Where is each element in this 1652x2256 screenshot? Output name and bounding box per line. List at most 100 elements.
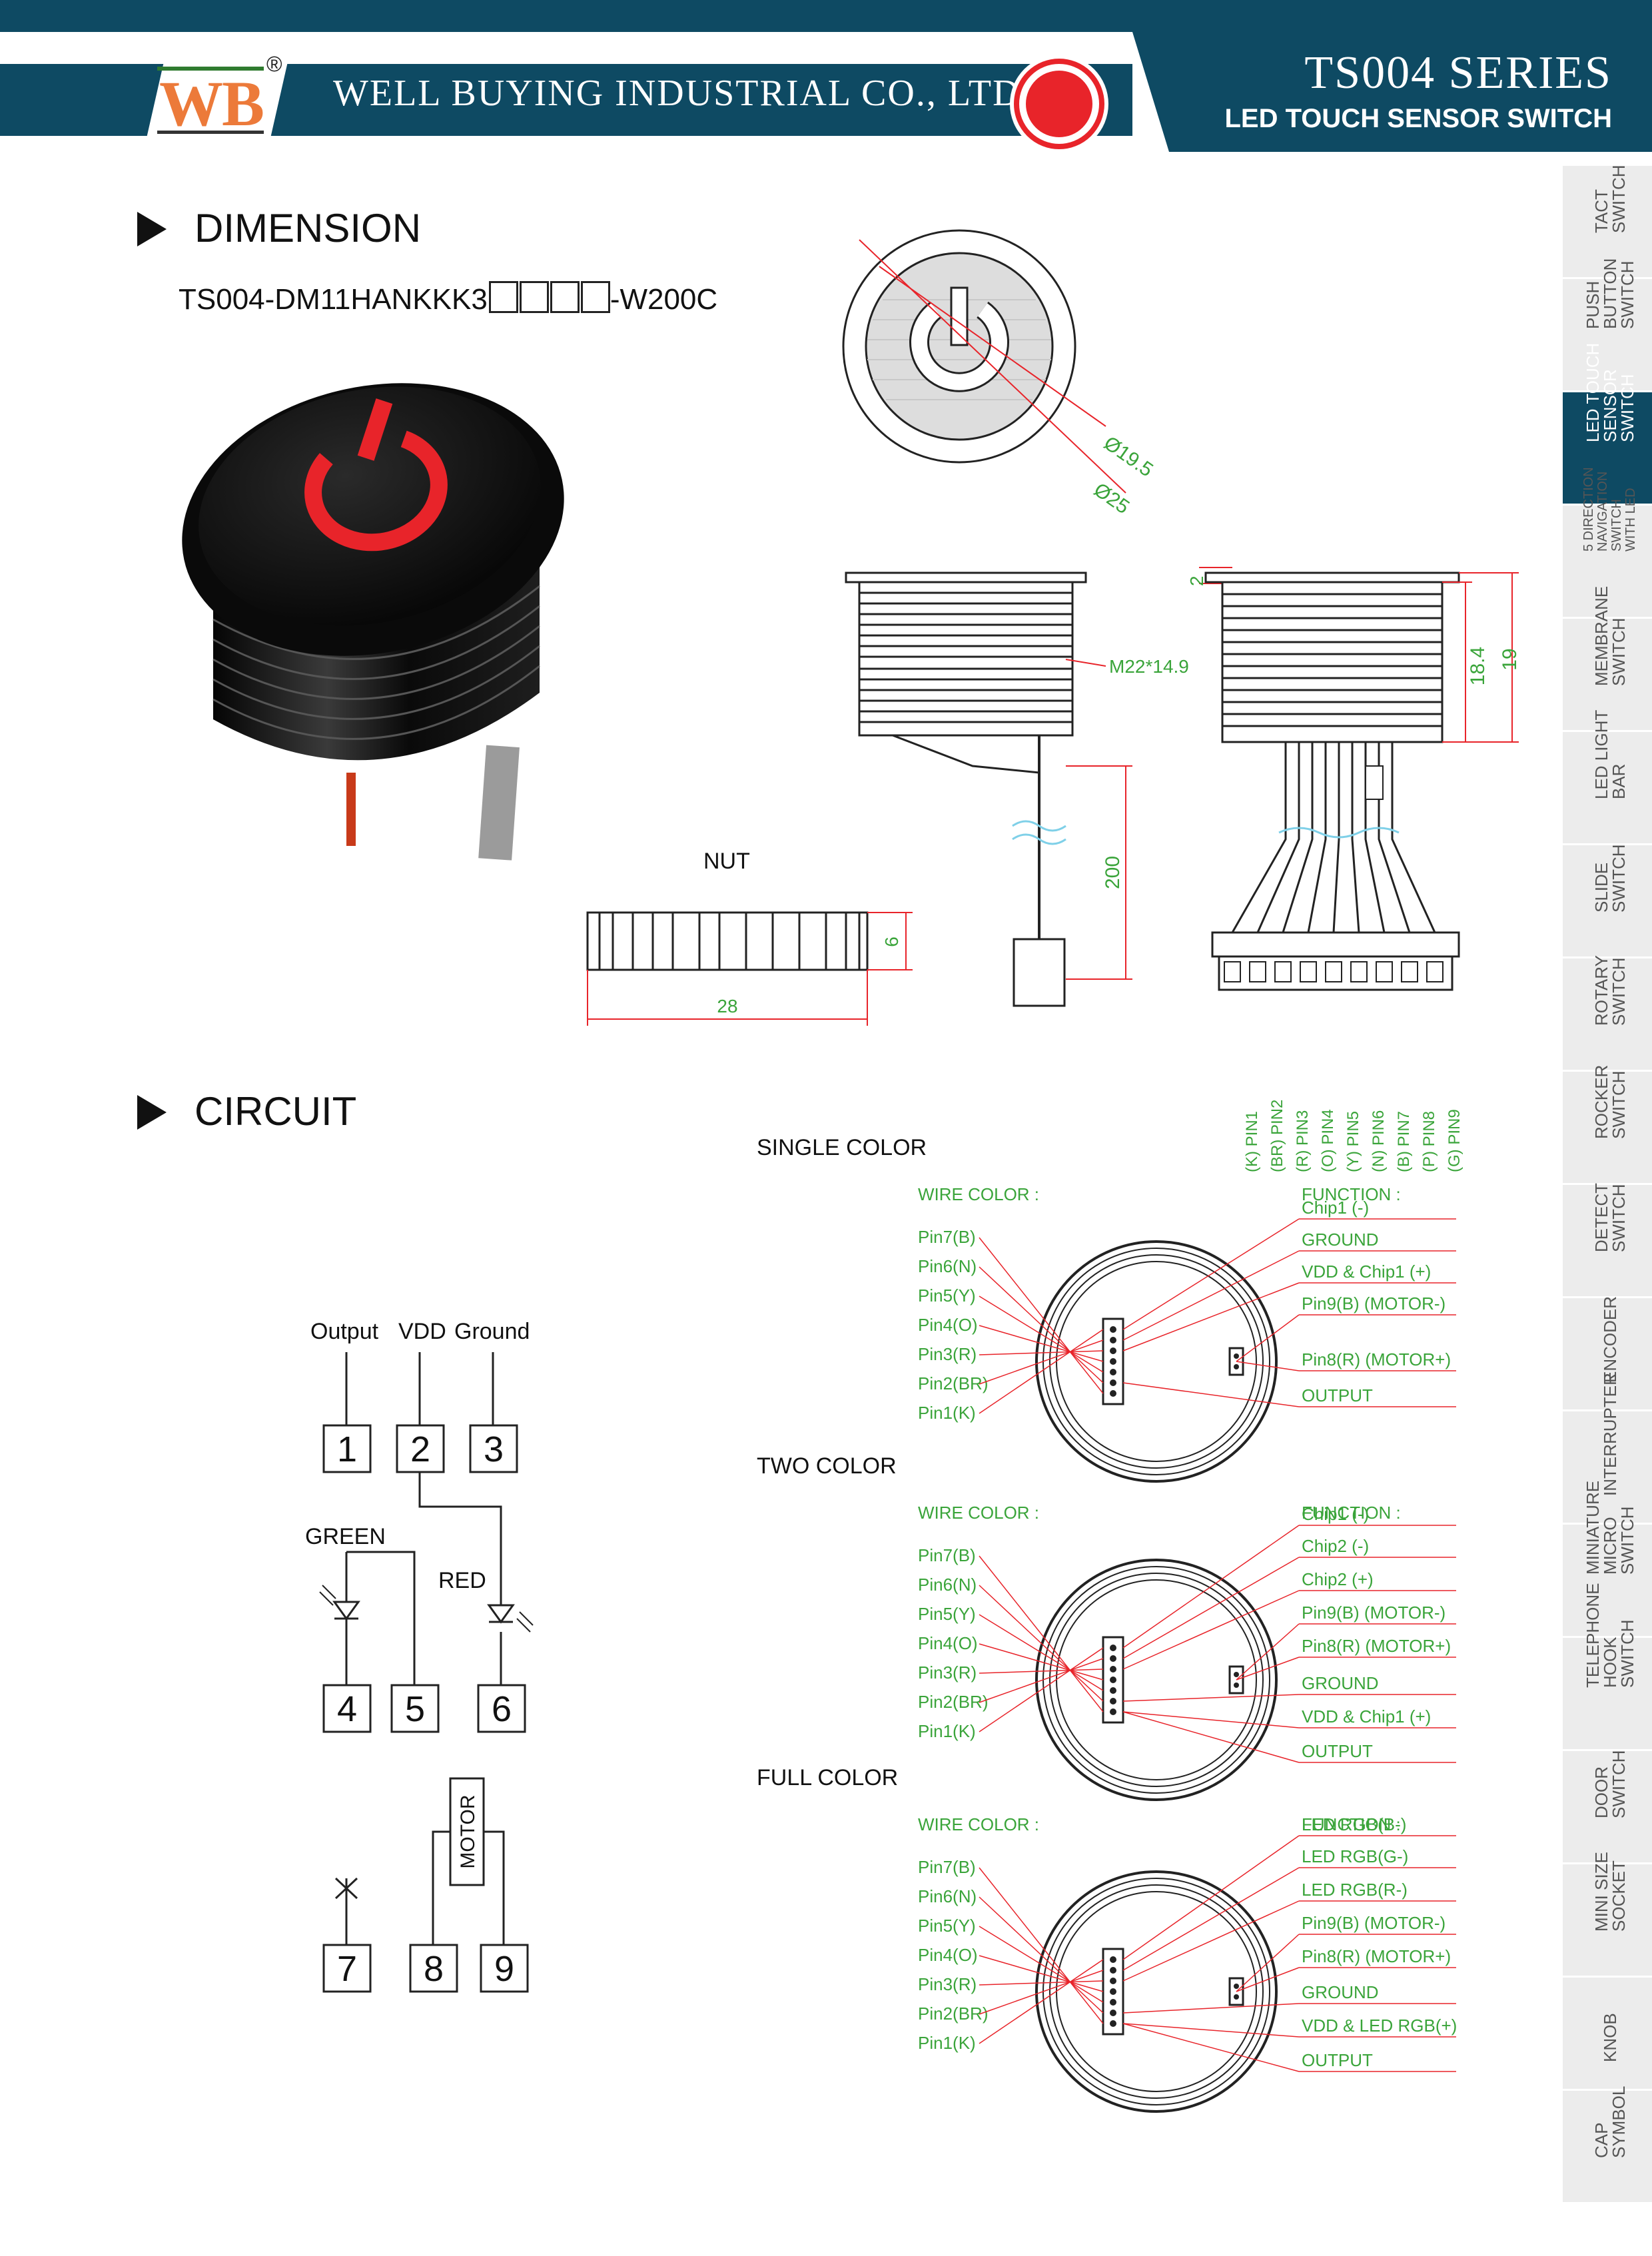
wire-color-label: Pin5(Y): [918, 1604, 976, 1624]
function-label: VDD & Chip1 (+): [1302, 1706, 1432, 1726]
side-tab[interactable]: TELEPHONE HOOK SWITCH: [1563, 1583, 1652, 1749]
function-header: FUNCTION :: [1302, 1184, 1401, 1204]
side-tab[interactable]: KNOB: [1563, 1976, 1652, 2089]
function-label: LED RGB(G-): [1302, 1846, 1409, 1866]
wire-color-label: Pin6(N): [918, 1886, 977, 1906]
wiring-title-single: SINGLE COLOR: [757, 1135, 927, 1160]
terminal-3: 3: [484, 1429, 504, 1469]
side-tab[interactable]: ROCKER SWITCH: [1563, 1065, 1652, 1183]
section-arrow-icon: [137, 1095, 167, 1130]
wire-color-label: Pin1(K): [918, 1403, 976, 1423]
side-tab[interactable]: 5 DIRECTION NAVIGATION SWITCH WITH LED: [1563, 467, 1652, 617]
function-header: FUNCTION :: [1302, 1503, 1401, 1523]
nut-thickness-label: 6: [881, 937, 902, 947]
function-label: Chip2 (+): [1302, 1569, 1374, 1589]
wiring-circle-single: [979, 1218, 1456, 1483]
side-tab[interactable]: SLIDE SWITCH: [1563, 843, 1652, 956]
function-header: FUNCTION :: [1302, 1814, 1401, 1834]
side-tab[interactable]: ENCODER: [1563, 1296, 1652, 1409]
function-label: GROUND: [1302, 1673, 1379, 1693]
function-label: VDD & LED RGB(+): [1302, 2016, 1457, 2036]
thread-label: M22*14.9: [1109, 656, 1189, 677]
product-photo: [182, 383, 564, 861]
side-tab-label: ROTARY SWITCH: [1591, 955, 1629, 1026]
side-tab-label: ROCKER SWITCH: [1591, 1064, 1629, 1139]
side-tab-label: KNOB: [1600, 2013, 1620, 2062]
side-tab[interactable]: MEMBRANE SWITCH: [1563, 586, 1652, 730]
wire-color-label: Pin6(N): [918, 1575, 977, 1595]
wiring-title-full: FULL COLOR: [757, 1765, 899, 1790]
side-tab-label: LED TOUCH SENSOR SWITCH: [1583, 342, 1637, 442]
header-series-panel: [1132, 32, 1652, 152]
company-name: WELL BUYING INDUSTRIAL CO., LTD: [333, 73, 1021, 114]
side-tab[interactable]: LED LIGHT BAR: [1563, 710, 1652, 843]
side-tab[interactable]: DOOR SWITCH: [1563, 1749, 1652, 1862]
side-tab[interactable]: LED TOUCH SENSOR SWITCH: [1563, 343, 1652, 504]
function-label: Pin9(B) (MOTOR-): [1302, 1913, 1446, 1933]
connector-pin-label: (B) PIN7: [1395, 1110, 1413, 1172]
side-tab-label: PUSH BUTTON SWITCH: [1583, 258, 1637, 329]
function-label: GROUND: [1302, 1982, 1379, 2002]
part-box: [488, 281, 518, 313]
side-tab[interactable]: TACT SWITCH: [1563, 164, 1652, 277]
wire-color-label: Pin7(B): [918, 1857, 976, 1877]
logo-bottom-line: [157, 131, 264, 134]
terminal-9: 9: [494, 1949, 514, 1989]
wiring-title-two: TWO COLOR: [757, 1453, 897, 1479]
side-tab[interactable]: PUSH BUTTON SWITCH: [1563, 258, 1652, 390]
connector-pin-label: (O) PIN4: [1319, 1109, 1337, 1172]
red-button-icon: [1010, 55, 1108, 153]
company-logo: WB: [159, 68, 264, 139]
function-label: Pin9(B) (MOTOR-): [1302, 1603, 1446, 1623]
side-tab[interactable]: INTERRUPTER: [1563, 1373, 1652, 1523]
function-label: LED RGB(R-): [1302, 1880, 1408, 1900]
connector-pin-label: (K) PIN1: [1243, 1110, 1261, 1172]
side-tab[interactable]: MINI SIZE SOCKET: [1563, 1852, 1652, 1976]
function-label: Chip2 (-): [1302, 1536, 1370, 1556]
circuit-schematic: 1 2 3 4 5 6 7 8 9 MOTOR: [319, 1352, 534, 1993]
top-view-drawing: Ø19.5 Ø25: [842, 229, 1157, 519]
flange-height-label: 2: [1186, 575, 1207, 586]
side-tab[interactable]: MINIATURE MICRO SWITCH: [1563, 1481, 1652, 1636]
wire-color-header: WIRE COLOR :: [918, 1814, 1040, 1834]
side-tab-label: SLIDE SWITCH: [1591, 844, 1629, 913]
red-led-label: RED: [438, 1568, 486, 1593]
part-suffix: -W200C: [610, 283, 718, 316]
side-tab-label: ENCODER: [1600, 1296, 1620, 1383]
green-led-label: GREEN: [305, 1524, 386, 1549]
wire-color-label: Pin7(B): [918, 1227, 976, 1247]
wire-color-label: Pin4(O): [918, 1945, 978, 1965]
side-tab[interactable]: CAP SYMBOL: [1563, 2086, 1652, 2202]
section-arrow-icon: [137, 212, 167, 246]
terminal-4: 4: [337, 1689, 357, 1729]
function-label: Pin8(R) (MOTOR+): [1302, 1946, 1451, 1966]
function-label: Pin8(R) (MOTOR+): [1302, 1349, 1451, 1369]
output-label: Output: [310, 1319, 379, 1344]
nut-drawing: 6 28: [586, 911, 913, 1026]
function-label: GROUND: [1302, 1230, 1379, 1250]
inner-diameter-label: Ø19.5: [1100, 432, 1157, 482]
side-tab-label: DOOR SWITCH: [1591, 1750, 1629, 1818]
side-tab-label: LED LIGHT BAR: [1591, 709, 1629, 799]
connector-pin-label: (BR) PIN2: [1268, 1099, 1286, 1172]
wire-color-label: Pin1(K): [918, 2033, 976, 2053]
function-label: Chip1 (-): [1302, 1198, 1370, 1218]
series-title: TS004 SERIES: [1304, 47, 1612, 99]
function-label: Pin9(B) (MOTOR-): [1302, 1294, 1446, 1314]
outer-diameter-label: Ø25: [1090, 479, 1133, 519]
wire-color-label: Pin5(Y): [918, 1286, 976, 1306]
wire-color-label: Pin7(B): [918, 1545, 976, 1565]
wire-color-label: Pin2(BR): [918, 1692, 989, 1712]
wire-length-label: 200: [1102, 856, 1124, 889]
part-box: [580, 281, 610, 313]
logo-top-line: [157, 67, 264, 71]
wiring-circle-two: [979, 1525, 1456, 1801]
part-number: TS004-DM11HANKKK3-W200C: [179, 281, 717, 316]
logo-background: [145, 56, 289, 144]
function-label: Pin8(R) (MOTOR+): [1302, 1636, 1451, 1656]
side-tab-label: TACT SWITCH: [1591, 165, 1629, 233]
side-tab[interactable]: ROTARY SWITCH: [1563, 955, 1652, 1070]
function-label: OUTPUT: [1302, 2050, 1373, 2070]
side-tab[interactable]: DETECT SWITCH: [1563, 1183, 1652, 1296]
connector-pin-label: (G) PIN9: [1446, 1109, 1463, 1172]
